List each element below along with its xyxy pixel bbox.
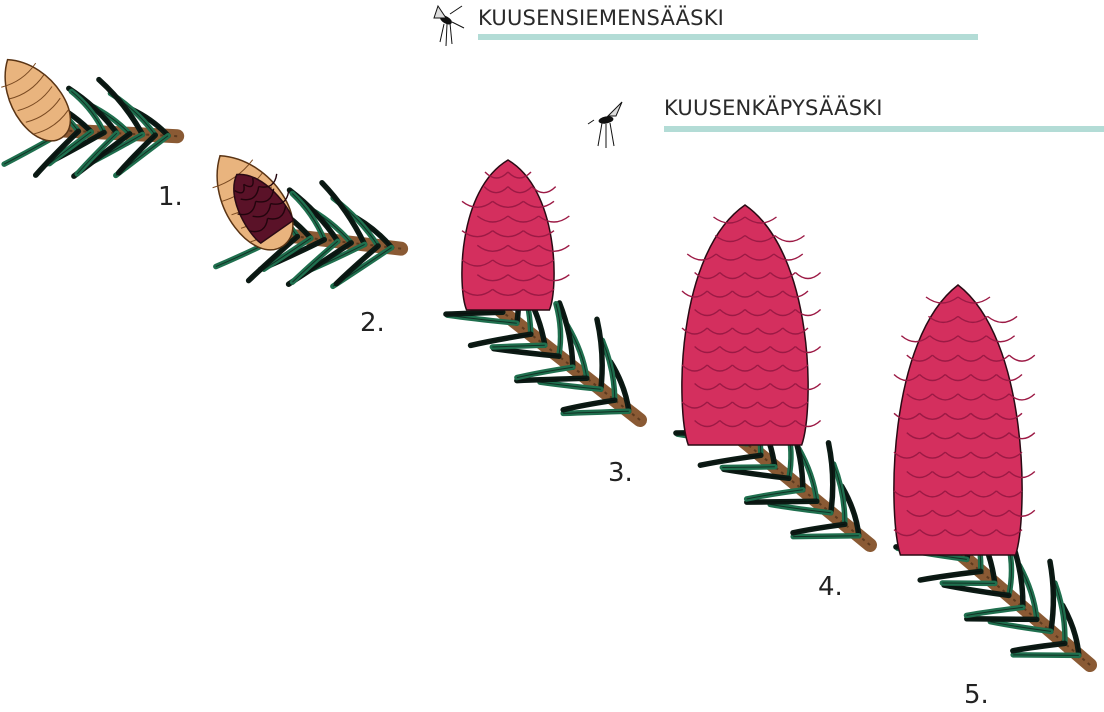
stage-2-illustration	[165, 101, 401, 341]
needle-outline	[722, 467, 774, 468]
stage-3-illustration	[446, 160, 640, 420]
cone-scale	[1009, 355, 1035, 361]
stage-number-2: 2.	[360, 308, 385, 338]
stage-number-1: 1.	[158, 182, 183, 212]
needle-outline	[1013, 655, 1079, 656]
stage-1-illustration	[0, 5, 177, 227]
stage-number-3: 3.	[608, 458, 633, 488]
cone-body	[462, 160, 554, 310]
cone-scale	[795, 273, 820, 279]
needle-outline	[967, 619, 1037, 620]
needle-outline	[700, 455, 760, 465]
cone-scale	[775, 236, 805, 242]
stage-number-5: 5.	[964, 680, 989, 710]
stage-5-illustration	[894, 285, 1090, 665]
stage-4-illustration	[676, 205, 870, 545]
cone-scale	[988, 316, 1018, 322]
stage-number-4: 4.	[818, 572, 843, 602]
